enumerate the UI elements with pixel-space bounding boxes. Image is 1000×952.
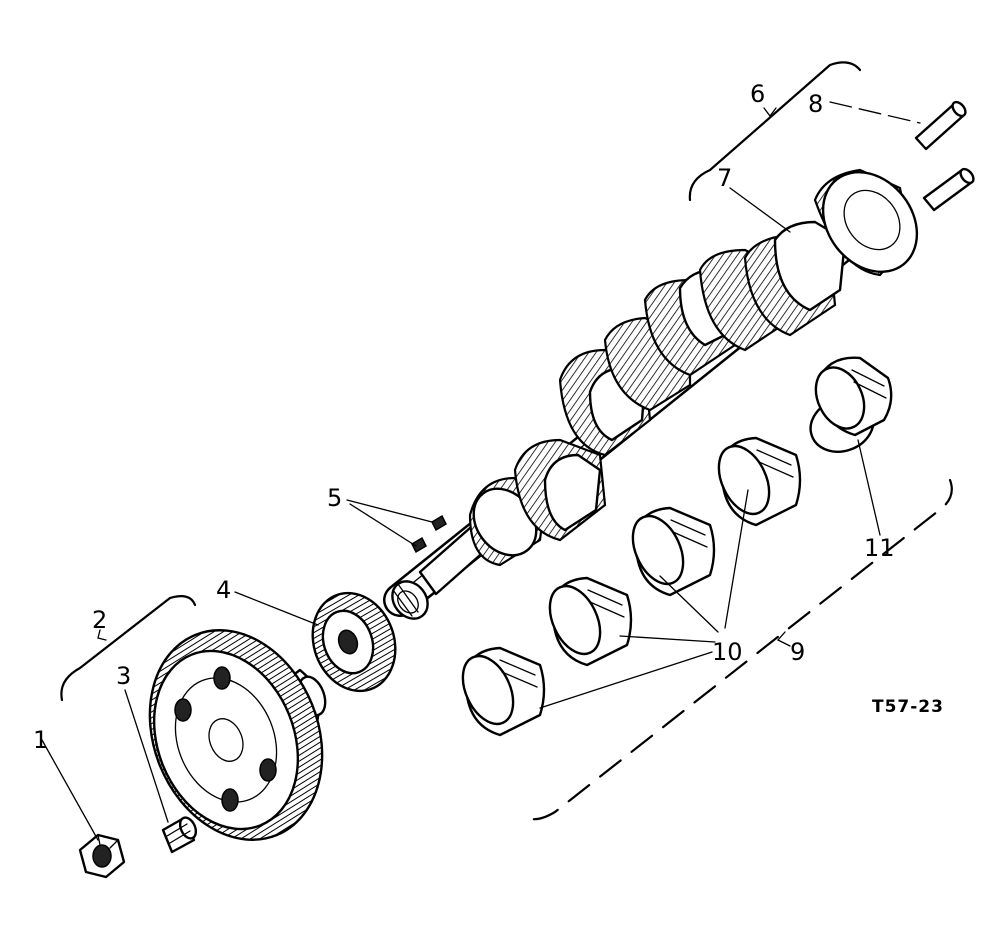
- main-bearings: [461, 436, 802, 737]
- crankshaft: [383, 168, 919, 620]
- bearing-shell-2: [548, 576, 633, 667]
- callout-numbers: 1 2 3 4 5 6 7 8 9 10 11: [33, 80, 895, 754]
- pulley: [148, 629, 327, 841]
- bearing-shell-4: [717, 436, 802, 527]
- callout-9: 9: [790, 638, 805, 666]
- bracket-group-2: [60, 595, 197, 702]
- callout-7: 7: [717, 164, 732, 192]
- leader-lines: [41, 101, 921, 841]
- crankshaft-web-7: [743, 220, 847, 337]
- bearing-shell-3: [631, 506, 716, 597]
- callout-1: 1: [33, 726, 48, 754]
- figure-reference: T57-23: [872, 697, 944, 717]
- callout-11: 11: [864, 534, 895, 562]
- crankshaft-web-2: [513, 438, 607, 542]
- thrust-bearing: [809, 356, 893, 453]
- bearing-shell-1: [461, 646, 546, 737]
- callout-6: 6: [750, 80, 765, 108]
- callout-4: 4: [216, 576, 231, 604]
- key-upper: [431, 514, 447, 532]
- gear: [311, 591, 397, 693]
- callout-3: 3: [116, 662, 131, 690]
- dowel-upper: [914, 100, 967, 151]
- sleeve: [161, 816, 198, 854]
- crankshaft-rear-flange: [813, 168, 919, 277]
- callout-5: 5: [327, 484, 342, 512]
- key-lower: [411, 536, 427, 554]
- bracket-group-9: [522, 478, 953, 821]
- callout-10: 10: [712, 638, 743, 666]
- nut: [78, 833, 126, 879]
- callout-8: 8: [808, 90, 823, 118]
- callout-2: 2: [92, 606, 107, 634]
- dowels: [914, 100, 975, 212]
- dowel-lower: [922, 167, 975, 212]
- bracket-group-6: [688, 61, 862, 202]
- crankshaft-nose: [391, 526, 490, 620]
- keys: [411, 514, 447, 554]
